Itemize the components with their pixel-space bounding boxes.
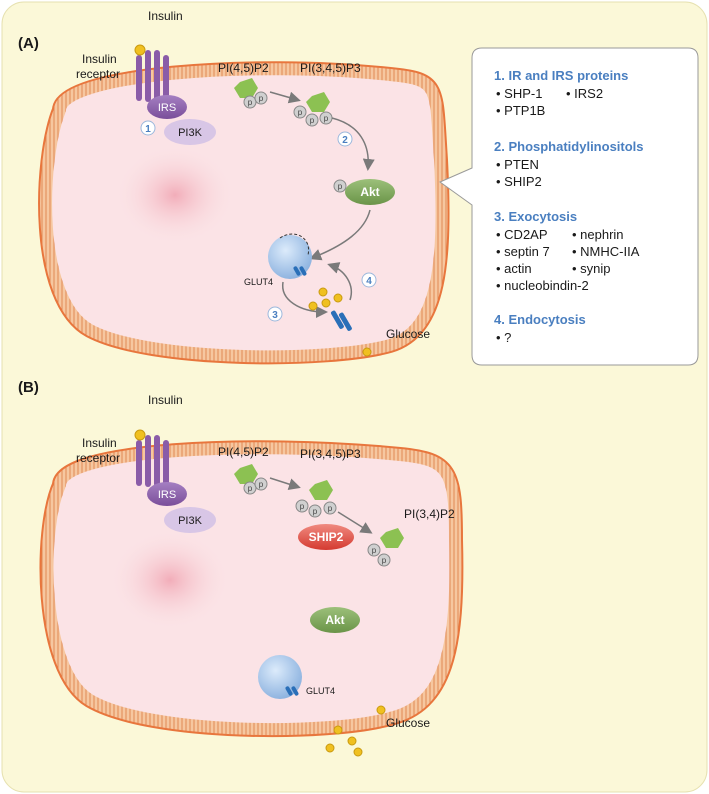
glut4-label-b: GLUT4: [306, 686, 335, 696]
svg-text:p: p: [310, 116, 315, 125]
step-3-label: 3: [272, 310, 278, 321]
dashed-link: [279, 233, 310, 256]
svg-text:p: p: [300, 502, 305, 511]
legend-item: • synip: [572, 261, 611, 276]
receptor-label-b-line2: receptor: [76, 451, 120, 465]
svg-text:p: p: [372, 546, 377, 555]
legend-item: • IRS2: [566, 86, 603, 101]
svg-text:p: p: [313, 507, 318, 516]
pip2-hexagon: [234, 78, 258, 98]
pip3-to-akt-arrow: [331, 117, 375, 171]
receptor-label-b-line1: Insulin: [82, 436, 117, 450]
akt-label-b: Akt: [325, 613, 344, 627]
pip3-label-b: PI(3,4,5)P3: [300, 447, 361, 461]
ship2-protein: [298, 524, 354, 550]
glut4-vesicle-b: [258, 655, 302, 699]
irs-label-b: IRS: [158, 489, 176, 501]
step-1-circle: [140, 120, 156, 136]
pi3k-label-b: PI3K: [178, 515, 203, 527]
glucose-label: Glucose: [386, 327, 430, 341]
glut4-label: GLUT4: [244, 277, 273, 287]
step-4-label: 4: [366, 276, 372, 287]
akt-protein: [345, 179, 395, 205]
legend-item: • PTP1B: [496, 103, 545, 118]
panel-a: (A) Insulin Insulin receptor IRS PI3K 1 …: [18, 9, 450, 365]
exocytosis-arrow: [282, 281, 328, 318]
legend-section-1-title: 1. IR and IRS proteins: [494, 68, 628, 83]
irs-protein: [147, 95, 187, 119]
legend-section-2-title: 2. Phosphatidylinositols: [494, 139, 644, 154]
svg-text:p: p: [298, 108, 303, 117]
pip3-hexagon: [306, 92, 330, 112]
akt-label: Akt: [360, 185, 379, 199]
legend-item: • SHIP2: [496, 174, 542, 189]
pi34p2-hexagon: [380, 528, 404, 548]
pip3-label: PI(3,4,5)P3: [300, 61, 361, 75]
legend-item: • SHP-1: [496, 86, 542, 101]
svg-text:p: p: [382, 556, 387, 565]
legend-item: • nucleobindin-2: [496, 278, 589, 293]
irs-label: IRS: [158, 102, 176, 114]
glut4-transporter: [331, 310, 344, 329]
svg-text:p: p: [328, 504, 333, 513]
legend-item: • nephrin: [572, 227, 624, 242]
legend-section-4-title: 4. Endocytosis: [494, 312, 586, 327]
legend-item: • actin: [496, 261, 532, 276]
svg-text:p: p: [324, 114, 329, 123]
glucose-label-b: Glucose: [386, 716, 430, 730]
nucleus: [115, 145, 235, 245]
pi3k-label: PI3K: [178, 127, 203, 139]
legend-section-3-title: 3. Exocytosis: [494, 209, 577, 224]
endocytosis-arrow: [327, 262, 352, 301]
legend-item: • NMHC-IIA: [572, 244, 640, 259]
insulin-label: Insulin: [148, 9, 183, 23]
panel-b: (B) Insulin Insulin receptor IRS PI3K PI…: [18, 379, 464, 757]
pip2-label: PI(4,5)P2: [218, 61, 269, 75]
legend-item: • CD2AP: [496, 227, 548, 242]
step-3-circle: [267, 306, 283, 322]
svg-text:p: p: [338, 182, 343, 191]
pi3k-protein-b: [164, 507, 216, 533]
legend-item: • ?: [496, 330, 511, 345]
pi34p2-label: PI(3,4)P2: [404, 507, 455, 521]
cell-membrane-b: [41, 442, 462, 736]
ship2-label: SHIP2: [309, 530, 344, 544]
step-1-label: 1: [145, 124, 151, 135]
legend-item: • PTEN: [496, 157, 539, 172]
cell-membrane: [40, 63, 448, 363]
step-2-label: 2: [342, 135, 348, 146]
pi3k-protein: [164, 119, 216, 145]
receptor-label-line1: Insulin: [82, 52, 117, 66]
step-4-circle: [361, 272, 377, 288]
panel-b-label: (B): [18, 379, 39, 396]
glucose-molecule: [318, 287, 328, 297]
step-2-circle: [337, 131, 353, 147]
svg-text:p: p: [259, 480, 264, 489]
legend-callout: 1. IR and IRS proteins • SHP-1 • IRS2 • …: [438, 47, 699, 366]
receptor-label-line2: receptor: [76, 67, 120, 81]
akt-protein-b: [310, 607, 360, 633]
nucleus-b: [110, 530, 230, 630]
insulin-receptor-b: [134, 429, 169, 487]
insulin-label-b: Insulin: [148, 393, 183, 407]
akt-to-glut4-arrow: [309, 209, 371, 261]
pip2-label-b: PI(4,5)P2: [218, 445, 269, 459]
legend-item: • septin 7: [496, 244, 550, 259]
svg-text:p: p: [248, 98, 253, 107]
insulin-receptor: [134, 44, 169, 102]
svg-text:p: p: [248, 484, 253, 493]
pip2-to-pip3-arrow: [269, 91, 301, 104]
svg-text:p: p: [259, 94, 264, 103]
legend-box: [438, 47, 699, 366]
insulin-molecule: [134, 44, 146, 56]
irs-protein-b: [147, 482, 187, 506]
panel-a-label: (A): [18, 35, 39, 52]
